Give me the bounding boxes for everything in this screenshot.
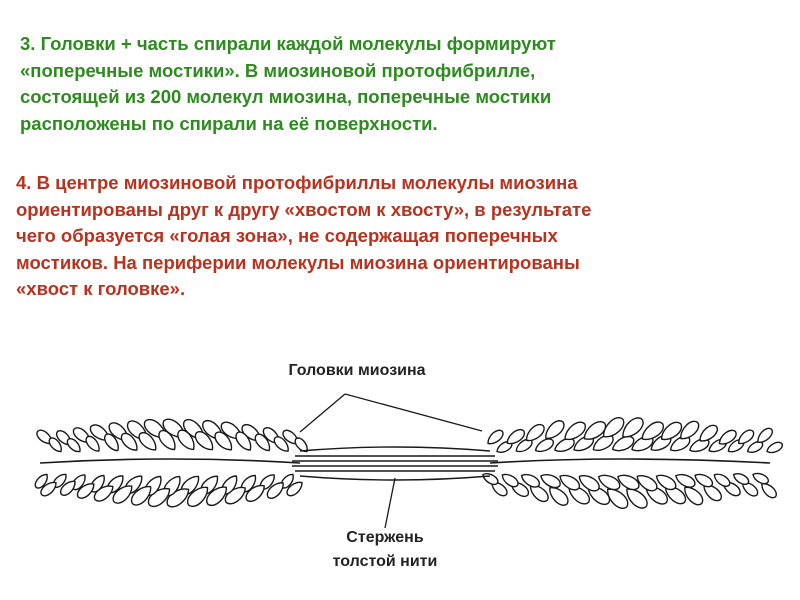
myosin-head-icon xyxy=(617,474,640,491)
paragraph-3-line-1: 3. Головки + часть спирали каждой молеку… xyxy=(20,33,556,54)
myosin-head-icon xyxy=(520,473,540,488)
myosin-head-icon xyxy=(626,488,648,509)
myosin-head-icon xyxy=(622,417,644,438)
paragraph-4-line-5: «хвост к головке». xyxy=(16,278,186,299)
myosin-head-icon xyxy=(636,475,658,492)
filament-rod xyxy=(39,446,771,481)
myosin-head-icon xyxy=(487,429,504,445)
myosin-head-icon xyxy=(138,431,157,451)
myosin-head-icon xyxy=(120,432,138,451)
myosin-head-icon xyxy=(757,427,773,443)
myosin-head-icon xyxy=(583,421,607,440)
myosin-head-icon xyxy=(680,420,700,440)
myosin-head-icon xyxy=(592,434,614,451)
myosin-head-icon xyxy=(564,421,587,441)
myosin-head-icon xyxy=(611,435,635,452)
myosin-head-icon xyxy=(549,487,569,506)
paragraph-bare-zone: 4. В центре миозиновой протофибриллы мол… xyxy=(16,170,786,303)
myosin-head-icon xyxy=(718,429,737,445)
myosin-head-icon xyxy=(741,481,759,497)
myosin-head-icon xyxy=(752,472,769,485)
myosin-head-icon xyxy=(76,483,95,499)
myosin-head-icon xyxy=(732,473,750,486)
myosin-head-icon xyxy=(282,429,299,445)
myosin-head-icon xyxy=(482,473,499,486)
paragraph-4-line-4: мостиков. На периферии молекулы миозина … xyxy=(16,251,580,273)
paragraph-3-line-3: состоящей из 200 молекул миозина, попере… xyxy=(20,86,552,107)
myosin-head-icon xyxy=(529,484,549,503)
myosin-head-icon xyxy=(194,430,214,451)
myosin-heads-right xyxy=(482,417,783,509)
myosin-head-icon xyxy=(294,437,308,453)
myosin-head-icon xyxy=(34,473,48,489)
myosin-head-icon xyxy=(713,473,731,487)
myosin-head-icon xyxy=(214,431,233,451)
myosin-head-icon xyxy=(761,483,777,499)
myosin-head-icon xyxy=(130,485,152,506)
myosin-head-icon xyxy=(554,437,575,452)
myosin-head-icon xyxy=(525,423,545,442)
myosin-head-icon xyxy=(578,475,600,492)
myosin-head-icon xyxy=(112,485,133,504)
myosin-head-icon xyxy=(559,474,581,491)
rod-label-line-2: толстой нити xyxy=(333,553,438,570)
myosin-head-icon xyxy=(703,484,723,502)
myosin-head-icon xyxy=(48,437,62,453)
myosin-head-icon xyxy=(699,424,719,442)
paragraph-4-line-1: 4. В центре миозиновой протофибриллы мол… xyxy=(16,172,578,193)
myosin-head-icon xyxy=(158,429,176,451)
myosin-head-icon xyxy=(147,487,171,507)
myosin-head-icon xyxy=(206,486,228,506)
paragraph-4-line-3: чего образуется «голая зона», не содержа… xyxy=(16,225,558,246)
myosin-head-icon xyxy=(660,421,683,441)
paragraph-heads-crossbridges: 3. Головки + часть спирали каждой молеку… xyxy=(20,31,780,137)
rod-label-line-1: Стержень xyxy=(346,529,424,546)
paragraph-3-line-4: расположены по спирали на её поверхности… xyxy=(20,112,438,134)
myosin-head-icon xyxy=(166,488,190,508)
paragraph-3-line-2: «поперечные мостики». В миозиновой прото… xyxy=(20,59,536,81)
myosin-head-icon xyxy=(675,473,696,488)
heads-label: Головки миозина xyxy=(288,362,425,379)
label-leader-lines xyxy=(299,393,483,529)
myosin-heads-left xyxy=(34,418,308,508)
myosin-head-icon xyxy=(684,486,704,506)
myosin-head-icon xyxy=(36,429,53,445)
myosin-head-icon xyxy=(540,474,561,489)
myosin-head-icon xyxy=(737,429,755,445)
myosin-head-icon xyxy=(224,486,246,505)
myosin-head-icon xyxy=(545,420,565,439)
myosin-head-icon xyxy=(501,473,519,488)
myosin-head-icon xyxy=(254,433,271,452)
paragraph-4-line-2: ориентированы друг к другу «хвостом к хв… xyxy=(16,198,592,220)
myosin-head-icon xyxy=(491,481,508,497)
myosin-head-icon xyxy=(66,437,81,453)
myosin-head-icon xyxy=(177,429,195,451)
myosin-head-icon xyxy=(606,488,629,509)
myosin-head-icon xyxy=(655,474,677,491)
myosin-head-icon xyxy=(40,481,57,497)
myosin-head-icon xyxy=(746,440,764,453)
myosin-head-icon xyxy=(689,438,710,453)
myosin-head-icon xyxy=(186,486,209,508)
thick-filament-diagram: Головки миозина Стержень толстой нити xyxy=(34,362,783,570)
myosin-head-icon xyxy=(766,441,783,454)
myosin-head-icon xyxy=(104,433,119,452)
myosin-head-icon xyxy=(273,436,289,452)
myosin-head-icon xyxy=(506,428,526,445)
myosin-head-icon xyxy=(245,484,265,502)
myosin-head-icon xyxy=(286,481,303,497)
myosin-head-icon xyxy=(235,431,252,451)
myosin-head-icon xyxy=(534,438,554,453)
myosin-head-icon xyxy=(59,480,76,496)
myosin-head-icon xyxy=(669,435,691,452)
myosin-head-icon xyxy=(85,435,100,452)
myosin-head-icon xyxy=(602,417,625,438)
myosin-head-icon xyxy=(694,473,714,488)
myosin-head-icon xyxy=(266,482,284,499)
myosin-head-icon xyxy=(641,421,665,441)
myosin-head-icon xyxy=(597,474,621,491)
